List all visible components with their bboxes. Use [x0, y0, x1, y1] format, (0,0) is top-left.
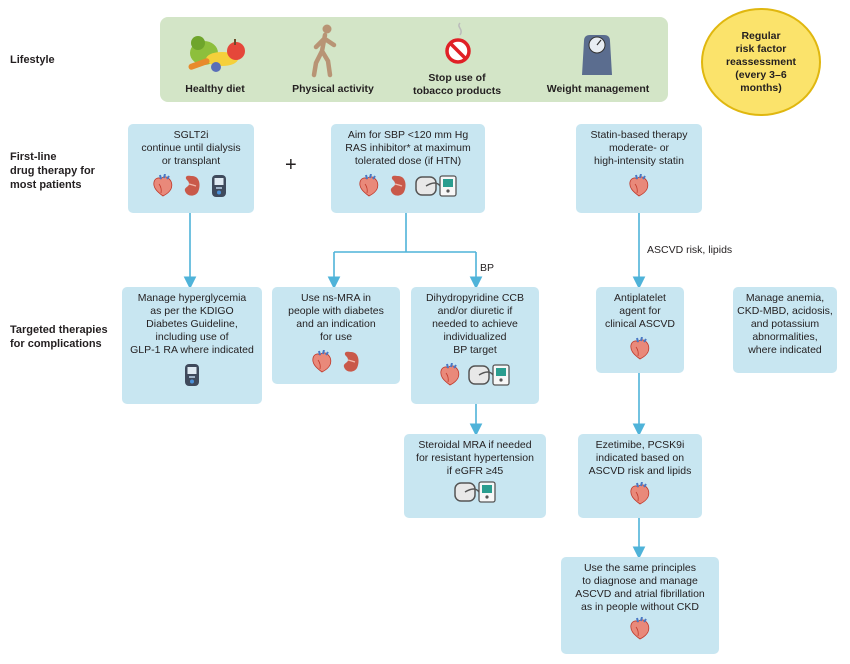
weight-management-label: Weight management — [546, 83, 650, 95]
ezetimibe-text: Ezetimibe, PCSK9i indicated based on ASC… — [588, 439, 692, 477]
sglt2i-box: SGLT2i continue until dialysis or transp… — [128, 124, 254, 213]
running-icon — [311, 24, 337, 78]
bp-monitor-icon — [414, 174, 458, 198]
nsmra-box: Use ns-MRA in people with diabetes and a… — [272, 287, 400, 384]
anemia-text: Manage anemia, CKD-MBD, acidosis, and po… — [737, 292, 833, 356]
heart-icon — [358, 174, 380, 198]
same-principles-text: Use the same principles to diagnose and … — [575, 562, 705, 613]
antiplatelet-text: Antiplatelet agent for clinical ASCVD — [604, 292, 676, 330]
heart-icon — [628, 174, 650, 198]
scale-icon — [582, 35, 612, 75]
risk-reassessment-badge: Regular risk factor reassessment (every … — [701, 8, 821, 116]
anemia-box: Manage anemia, CKD-MBD, acidosis, and po… — [733, 287, 837, 373]
antiplatelet-box: Antiplatelet agent for clinical ASCVD — [596, 287, 684, 373]
kidney-icon — [339, 350, 361, 374]
lifestyle-row-label: Lifestyle — [10, 54, 55, 66]
glucometer-icon — [181, 363, 203, 387]
heart-icon — [311, 350, 333, 374]
bp-monitor-icon — [467, 363, 511, 387]
sbp-ras-text: Aim for SBP <120 mm Hg RAS inhibitor* at… — [345, 129, 471, 167]
hyperglycemia-text: Manage hyperglycemia as per the KDIGO Di… — [130, 292, 254, 356]
sbp-ras-box: Aim for SBP <120 mm Hg RAS inhibitor* at… — [331, 124, 485, 213]
dhp-ccb-text: Dihydropyridine CCB and/or diuretic if n… — [425, 292, 525, 356]
kidney-icon — [180, 174, 202, 198]
sglt2i-text: SGLT2i continue until dialysis or transp… — [141, 129, 241, 167]
ascvd-lipids-connector-label: ASCVD risk, lipids — [647, 244, 733, 256]
ezetimibe-box: Ezetimibe, PCSK9i indicated based on ASC… — [578, 434, 702, 518]
first-line-row-label: First-line drug therapy for most patient… — [10, 151, 95, 191]
dhp-ccb-box: Dihydropyridine CCB and/or diuretic if n… — [411, 287, 539, 404]
heart-icon — [629, 617, 651, 641]
heart-icon — [439, 363, 461, 387]
steroidal-mra-box: Steroidal MRA if needed for resistant hy… — [404, 434, 546, 518]
healthy-diet-label: Healthy diet — [185, 83, 245, 95]
no-smoking-icon — [445, 22, 471, 64]
statin-text: Statin-based therapy moderate- or high-i… — [590, 129, 688, 167]
statin-box: Statin-based therapy moderate- or high-i… — [576, 124, 702, 213]
heart-icon — [629, 482, 651, 506]
steroidal-mra-text: Steroidal MRA if needed for resistant hy… — [416, 439, 534, 477]
lifestyle-panel: Healthy diet Physical activity Stop use … — [160, 17, 668, 102]
bp-connector-label: BP — [480, 262, 495, 274]
bp-monitor-icon — [453, 480, 497, 504]
kidney-icon — [386, 174, 408, 198]
hyperglycemia-box: Manage hyperglycemia as per the KDIGO Di… — [122, 287, 262, 404]
plus-sign: + — [285, 154, 297, 176]
physical-activity-label: Physical activity — [292, 83, 374, 95]
glucometer-icon — [208, 174, 230, 198]
heart-icon — [152, 174, 174, 198]
heart-icon — [629, 337, 651, 361]
nsmra-text: Use ns-MRA in people with diabetes and a… — [288, 292, 384, 343]
stop-tobacco-label: Stop use of tobacco products — [412, 72, 502, 97]
targeted-row-label: Targeted therapies for complications — [10, 324, 108, 350]
healthy-diet-icon — [188, 36, 245, 72]
same-principles-box: Use the same principles to diagnose and … — [561, 557, 719, 654]
